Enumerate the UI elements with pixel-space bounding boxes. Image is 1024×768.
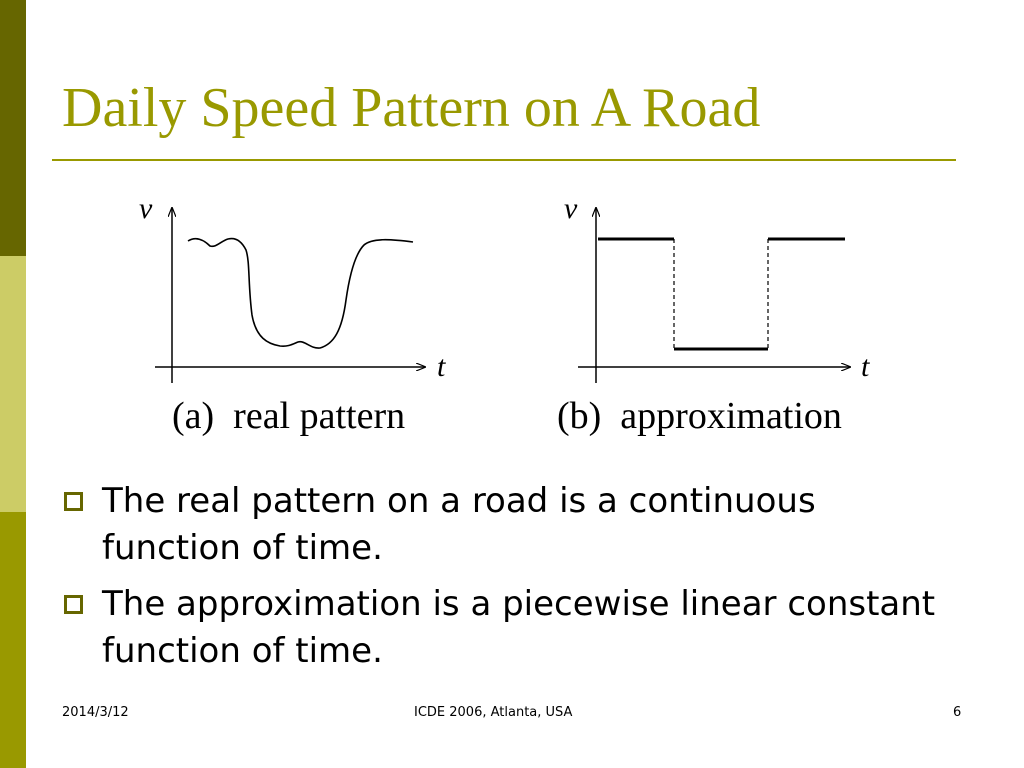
panel-a: v t [139,192,446,383]
footer-date: 2014/3/12 [62,705,129,720]
real-pattern-curve [187,237,414,349]
page-number: 6 [953,705,962,720]
square-bullet-icon [64,492,83,511]
bullet-item: The approximation is a piecewise linear … [64,581,964,675]
square-bullet-icon [64,595,83,614]
side-bar-medium [0,512,26,768]
panel-b-y-axis-label: v [564,192,578,225]
bullet-item: The real pattern on a road is a continuo… [64,478,964,572]
panel-b-caption: (b) approximation [557,395,842,437]
bullet-text: The real pattern on a road is a continuo… [102,481,816,568]
panel-b: v t [564,192,870,383]
bullet-text: The approximation is a piecewise linear … [102,584,936,671]
panel-a-x-axis-label: t [437,350,446,383]
footer-center: ICDE 2006, Atlanta, USA [414,705,573,720]
slide-title: Daily Speed Pattern on A Road [62,77,761,139]
side-bar-light [0,256,26,512]
panel-a-caption: (a) real pattern [172,395,406,437]
side-bar-dark [0,0,26,256]
panel-a-y-axis-label: v [139,192,153,225]
bullet-list: The real pattern on a road is a continuo… [64,478,964,684]
panel-b-x-axis-label: t [861,350,870,383]
title-underline [52,159,956,161]
